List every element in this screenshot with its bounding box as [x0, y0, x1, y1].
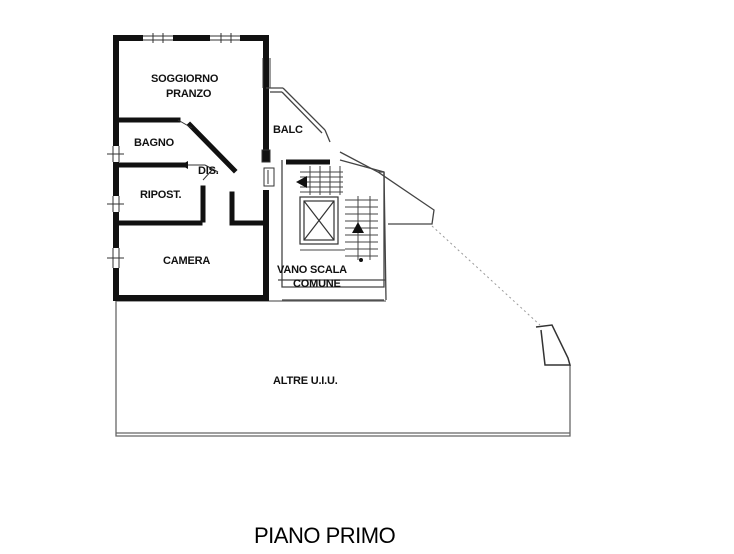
- label-camera: CAMERA: [163, 255, 210, 267]
- stair-arrow-up: [352, 222, 364, 233]
- door-details: [177, 119, 219, 181]
- label-ripost: RIPOST.: [140, 189, 182, 201]
- label-bagno: BAGNO: [134, 137, 175, 149]
- door-arrow-dis: [181, 161, 188, 169]
- label-soggiorno: SOGGIORNO: [151, 73, 219, 85]
- property-boundary-line: [431, 225, 541, 326]
- floor-title: PIANO PRIMO: [254, 523, 396, 548]
- label-dis: DIS.: [198, 165, 219, 177]
- windows: [107, 33, 271, 268]
- other-units-outline: [115, 298, 571, 437]
- stairwell-outline: [278, 151, 435, 301]
- label-altre-uiu: ALTRE U.I.U.: [273, 375, 338, 387]
- label-pranzo: PRANZO: [166, 88, 212, 100]
- stair-treads: [300, 166, 378, 260]
- stair-arrow-left: [296, 176, 307, 188]
- stair-dot: [359, 258, 363, 262]
- label-vano-scala: VANO SCALA: [277, 264, 347, 276]
- corner-bracket: [535, 324, 571, 366]
- interior-partitions: [116, 117, 265, 226]
- label-balc: BALC: [273, 124, 303, 136]
- stair-core: [299, 196, 339, 245]
- label-comune: COMUNE: [293, 278, 341, 290]
- balcony-outline: [266, 87, 331, 143]
- balcony-door: [261, 149, 275, 187]
